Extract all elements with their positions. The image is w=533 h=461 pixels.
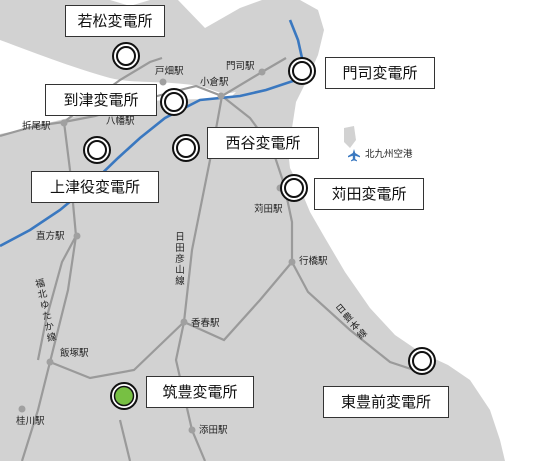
station-label-kokura: 小倉駅 xyxy=(200,77,229,88)
station-label-tobata: 戸畑駅 xyxy=(155,66,184,77)
station-label-keisen: 桂川駅 xyxy=(16,416,45,427)
station-label-kawara: 香春駅 xyxy=(191,318,220,329)
station-label-yukuhashi: 行橋駅 xyxy=(299,256,328,267)
airplane-icon xyxy=(348,149,360,162)
substation-marker-higashitoyo xyxy=(408,347,436,375)
substation-label-chikuho[interactable]: 筑豊変電所 xyxy=(146,376,254,408)
station-dot-orio xyxy=(60,119,68,127)
substation-label-toutsu[interactable]: 到津変電所 xyxy=(45,84,157,116)
substation-markers xyxy=(83,42,436,410)
substation-marker-kandaha xyxy=(280,174,308,202)
station-dot-moji xyxy=(258,68,266,76)
station-label-kanda: 苅田駅 xyxy=(254,204,283,215)
heisei-chikuho-line xyxy=(183,261,293,342)
station-dot-soeda xyxy=(188,426,196,434)
station-dot-keisen xyxy=(18,405,26,413)
substation-marker-nishitani xyxy=(172,134,200,162)
fukuhoku-line xyxy=(36,235,77,361)
substation-label-nishitani[interactable]: 西谷変電所 xyxy=(207,127,319,159)
station-label-moji: 門司駅 xyxy=(226,61,255,72)
station-dot-tobata xyxy=(159,78,167,86)
station-label-yahata: 八幡駅 xyxy=(106,116,135,127)
branch-1 xyxy=(118,419,132,461)
station-label-soeda: 添田駅 xyxy=(199,425,228,436)
substation-marker-toutsu xyxy=(160,88,188,116)
substation-marker-mojiko xyxy=(288,57,316,85)
station-dot-kawara xyxy=(180,318,188,326)
substation-marker-kamitsuyaku xyxy=(83,136,111,164)
station-dot-nogata xyxy=(73,232,81,240)
substation-label-mojiko[interactable]: 門司変電所 xyxy=(325,57,435,89)
chikuho-main-line xyxy=(20,121,78,461)
substation-label-kandaha[interactable]: 苅田変電所 xyxy=(314,178,424,210)
line-label-hitahikosan: 日田彦山線 xyxy=(175,232,185,287)
station-label-nogata: 直方駅 xyxy=(36,231,65,242)
airport-label: 北九州空港 xyxy=(365,149,413,160)
station-dot-kokura xyxy=(217,92,225,100)
substation-label-kamitsuyaku[interactable]: 上津役変電所 xyxy=(31,171,159,203)
substation-marker-chikuho xyxy=(110,382,138,410)
station-dot-yukuhashi xyxy=(288,258,296,266)
gotoji-line xyxy=(49,321,185,380)
station-label-iizuka: 飯塚駅 xyxy=(60,348,89,359)
airport-island xyxy=(344,126,356,148)
substation-label-wakamatsu[interactable]: 若松変電所 xyxy=(65,5,165,37)
station-dot-iizuka xyxy=(46,358,54,366)
station-label-orio: 折尾駅 xyxy=(22,121,51,132)
substation-marker-wakamatsu xyxy=(112,42,140,70)
substation-label-higashitoyo[interactable]: 東豊前変電所 xyxy=(323,386,449,418)
